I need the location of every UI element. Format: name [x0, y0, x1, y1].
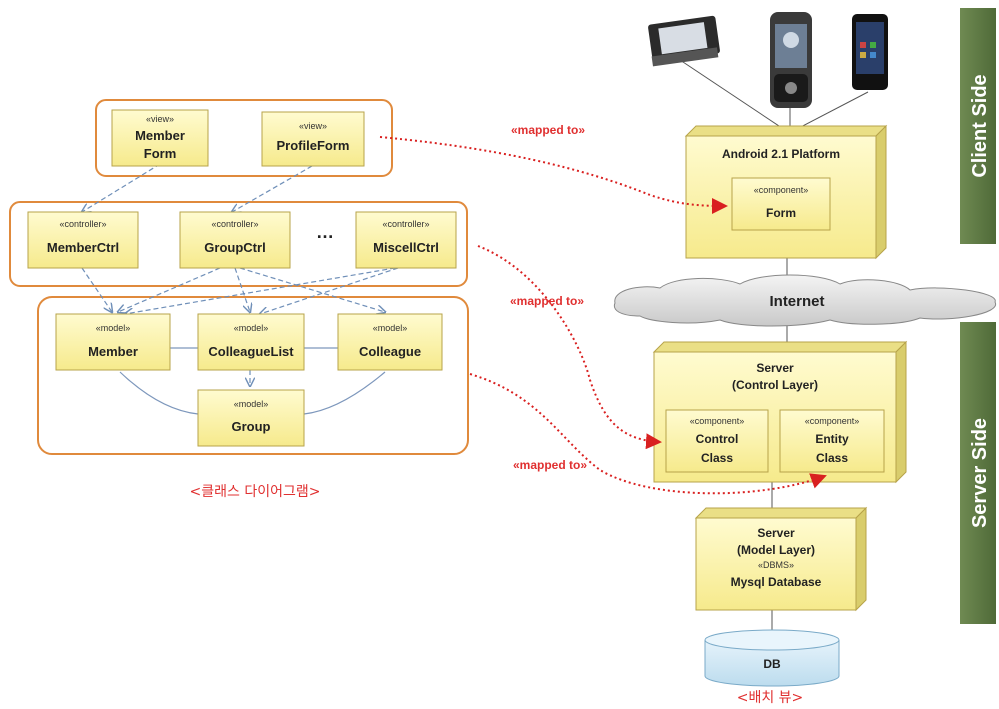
colleague-label: Colleague: [359, 344, 421, 359]
miscell-ctrl-class: «controller» MiscellCtrl: [355, 211, 457, 269]
entity-class-line1: Entity: [815, 432, 849, 446]
server-model-title: Server: [757, 526, 795, 540]
member-ctrl-label: MemberCtrl: [47, 240, 119, 255]
client-side-label: Client Side: [969, 74, 991, 177]
android-platform-label: Android 2.1 Platform: [722, 147, 840, 161]
member-form-line2: Form: [144, 146, 177, 161]
colleague-list-stereotype: «model»: [234, 323, 269, 333]
profile-form-stereotype: «view»: [299, 121, 327, 131]
server-side-label: Server Side: [969, 418, 991, 528]
colleague-stereotype: «model»: [373, 323, 408, 333]
member-model-class: «model» Member: [55, 313, 171, 371]
group-ctrl-stereotype: «controller»: [211, 219, 258, 229]
device-phone-htc: [770, 12, 812, 108]
control-class-stereotype: «component»: [690, 416, 745, 426]
device-phone-liquid: [852, 14, 888, 90]
server-model-node: Server (Model Layer) «DBMS» Mysql Databa…: [694, 506, 868, 612]
member-form-line1: Member: [135, 128, 185, 143]
profile-form-class: «view» ProfileForm: [261, 111, 365, 167]
device-phone-slider: [648, 15, 720, 67]
group-model-class: «model» Group: [197, 389, 305, 447]
member-model-stereotype: «model»: [96, 323, 131, 333]
controller-group-frame: [9, 201, 468, 287]
control-class-line2: Class: [701, 451, 733, 465]
form-component-label: Form: [766, 206, 796, 220]
entity-class-line2: Class: [816, 451, 848, 465]
server-control-node: Server (Control Layer) «component» Contr…: [652, 340, 908, 484]
internet-label: Internet: [769, 293, 824, 310]
member-ctrl-class: «controller» MemberCtrl: [27, 211, 139, 269]
member-form-stereotype: «view»: [146, 114, 174, 124]
internet-cloud: Internet: [613, 274, 996, 327]
mapped-to-label-1: «mapped to»: [511, 123, 585, 137]
miscell-ctrl-label: MiscellCtrl: [373, 240, 439, 255]
mapping-arrow-controller: [477, 245, 662, 450]
mapped-to-label-2: «mapped to»: [510, 294, 584, 308]
colleague-list-class: «model» ColleagueList: [197, 313, 305, 371]
group-ctrl-label: GroupCtrl: [204, 240, 265, 255]
group-model-stereotype: «model»: [234, 399, 269, 409]
server-model-stereotype: «DBMS»: [758, 560, 794, 570]
mapping-arrow-model: [469, 373, 827, 495]
control-class-component: «component» Control Class: [665, 409, 769, 473]
client-side-band: Client Side: [960, 8, 996, 244]
controller-ellipsis: …: [316, 222, 334, 242]
server-control-subtitle: (Control Layer): [732, 378, 818, 392]
colleague-class: «model» Colleague: [337, 313, 443, 371]
colleague-list-label: ColleagueList: [208, 344, 294, 359]
miscell-ctrl-stereotype: «controller»: [382, 219, 429, 229]
member-ctrl-stereotype: «controller»: [59, 219, 106, 229]
class-dependencies: [82, 163, 399, 415]
mapping-arrow-view: [379, 136, 728, 214]
group-model-label: Group: [232, 419, 271, 434]
server-model-database: Mysql Database: [731, 575, 822, 589]
entity-class-component: «component» Entity Class: [779, 409, 885, 473]
group-ctrl-class: «controller» GroupCtrl: [179, 211, 291, 269]
android-platform-node: Android 2.1 Platform «component» Form: [684, 124, 888, 260]
deployment-caption: <배치 뷰>: [737, 690, 804, 706]
class-diagram-caption: <클래스 다이어그램>: [190, 484, 321, 500]
server-control-title: Server: [756, 361, 794, 375]
db-cylinder: DB: [704, 629, 840, 687]
profile-form-line1: ProfileForm: [277, 138, 350, 153]
member-form-class: «view» Member Form: [111, 109, 209, 167]
member-model-label: Member: [88, 344, 138, 359]
mapping-arrows: [379, 136, 827, 495]
server-side-band: Server Side: [960, 322, 996, 624]
db-label: DB: [763, 657, 781, 671]
entity-class-stereotype: «component»: [805, 416, 860, 426]
model-group-frame: [37, 296, 469, 455]
server-model-subtitle: (Model Layer): [737, 543, 815, 557]
form-component-stereotype: «component»: [754, 185, 809, 195]
mapped-to-label-3: «mapped to»: [513, 458, 587, 472]
control-class-line1: Control: [696, 432, 739, 446]
form-component: «component» Form: [731, 177, 831, 231]
